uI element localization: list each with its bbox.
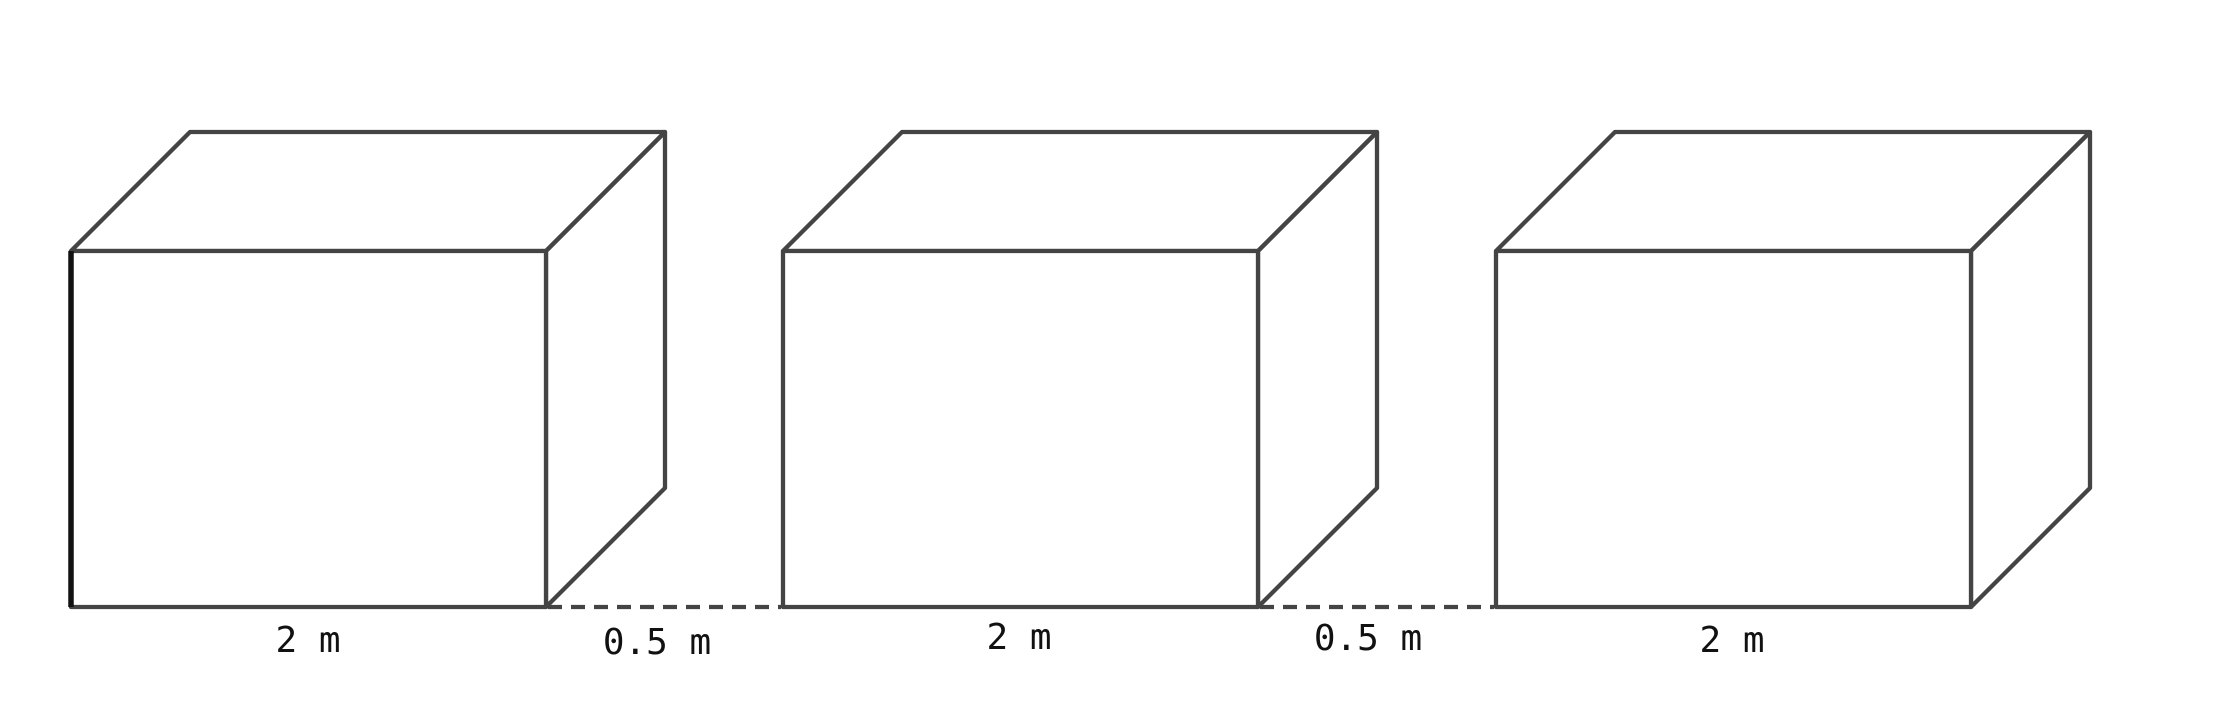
- box-2: [780, 129, 1380, 610]
- box-2-top-face: [780, 129, 1380, 254]
- box-1: [68, 129, 668, 610]
- box-3-side-face: [1968, 129, 2093, 610]
- box-2-width-label: 2 m: [986, 617, 1051, 658]
- box-1-top-face: [68, 129, 668, 254]
- box-1-side-face: [543, 129, 668, 610]
- box-1-front-face: [68, 248, 549, 610]
- box-1-width-label: 2 m: [275, 620, 340, 661]
- box-2-side-face: [1255, 129, 1380, 610]
- gap-1-label: 0.5 m: [603, 622, 711, 663]
- box-3-top-face: [1493, 129, 2093, 254]
- gap-2-label: 0.5 m: [1314, 618, 1422, 659]
- box-3-width-label: 2 m: [1699, 620, 1764, 661]
- box-2-front-face: [780, 248, 1261, 610]
- box-3-front-face: [1493, 248, 1974, 610]
- box-3: [1493, 129, 2093, 610]
